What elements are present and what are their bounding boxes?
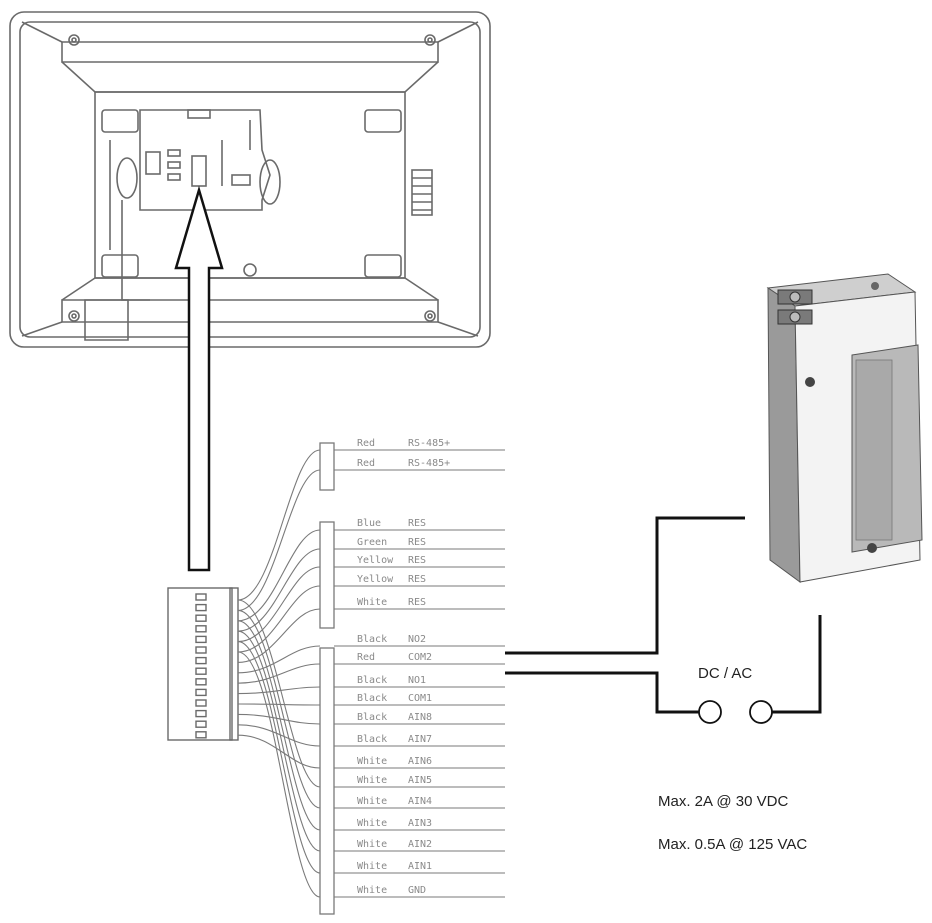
wire-function-label: RES (408, 518, 426, 529)
power-source-label: DC / AC (698, 665, 752, 682)
wire-function-label: RES (408, 597, 426, 608)
wire-function-label: NO1 (408, 675, 426, 686)
wire-function-label: AIN6 (408, 756, 432, 767)
connector-pin (195, 593, 207, 601)
wire-color-label: Red (357, 458, 375, 469)
wire-color-label: White (357, 861, 387, 872)
wire-fan (237, 686, 321, 695)
wire-function-label: RES (408, 537, 426, 548)
wire-fan (237, 641, 321, 874)
wire-color-label: Black (357, 712, 387, 723)
wire-fan (237, 651, 321, 898)
wire-function-label: AIN1 (408, 861, 432, 872)
wire-connector (167, 587, 239, 741)
wire-fan (237, 449, 321, 601)
power-terminal-right (749, 700, 773, 724)
wire-bundle-clamp (319, 521, 335, 629)
wire-color-label: Red (357, 438, 375, 449)
wire-bundle-clamp (319, 442, 335, 491)
wire-color-label: Yellow (357, 574, 394, 585)
wire-function-label: COM1 (408, 693, 432, 704)
connector-pin (195, 731, 207, 739)
wire-function-label: COM2 (408, 652, 432, 663)
wire-color-label: Black (357, 675, 387, 686)
wire-fan (237, 469, 321, 611)
connector-pin (195, 688, 207, 697)
connector-pin (195, 709, 207, 718)
wire-function-label: RES (408, 555, 426, 566)
wire-function-label: AIN4 (408, 796, 432, 807)
wire-fan (237, 630, 321, 852)
wire-function-label: RS-485+ (408, 438, 450, 449)
wire-color-label: White (357, 839, 387, 850)
connector-pin (195, 646, 207, 654)
wire-fan (237, 703, 321, 706)
wire-bundle-clamp (319, 647, 335, 915)
connector-pin (195, 614, 207, 622)
wire-fan (237, 645, 321, 674)
wire-color-label: Green (357, 537, 387, 548)
monitor-rear-view (9, 11, 491, 348)
connector-pin (195, 678, 207, 686)
wire-function-label: RS-485+ (408, 458, 450, 469)
wire-function-label: AIN3 (408, 818, 432, 829)
wire-color-label: White (357, 775, 387, 786)
rating-ac: Max. 0.5A @ 125 VAC (658, 836, 807, 853)
wire-color-label: Blue (357, 518, 381, 529)
wire-fan (237, 663, 321, 684)
wire-harness (237, 442, 505, 915)
wire-function-label: GND (408, 885, 426, 896)
wire-function-label: NO2 (408, 634, 426, 645)
wire-color-label: White (357, 756, 387, 767)
wire-function-label: AIN8 (408, 712, 432, 723)
wire-fan (237, 724, 321, 747)
wire-color-label: Red (357, 652, 375, 663)
connector-pin (195, 625, 207, 633)
rating-dc: Max. 2A @ 30 VDC (658, 793, 788, 810)
wire-color-label: Yellow (357, 555, 394, 566)
wire-function-label: RES (408, 574, 426, 585)
wire-color-label: White (357, 885, 387, 896)
wire-color-label: White (357, 818, 387, 829)
wire-function-label: AIN5 (408, 775, 432, 786)
wire-fan (237, 609, 321, 809)
wire-fan (237, 620, 321, 831)
wire-color-label: White (357, 597, 387, 608)
connector-pin (195, 699, 207, 707)
electric-strike-lock (766, 273, 923, 584)
wire-fan (237, 734, 321, 769)
wire-function-label: AIN2 (408, 839, 432, 850)
wire-color-label: White (357, 796, 387, 807)
connector-pin (195, 667, 207, 675)
connector-pin (195, 603, 207, 612)
connector-pin (195, 656, 207, 665)
wire-color-label: Black (357, 634, 387, 645)
connection-arrow (174, 185, 224, 572)
connector-pin (195, 720, 207, 728)
wire-color-label: Black (357, 693, 387, 704)
connector-pin (195, 635, 207, 644)
wire-function-label: AIN7 (408, 734, 432, 745)
wire-color-label: Black (357, 734, 387, 745)
wire-fan (237, 599, 321, 788)
power-terminal-left (698, 700, 722, 724)
lock-wiring (505, 516, 822, 714)
wire-fan (237, 713, 321, 725)
